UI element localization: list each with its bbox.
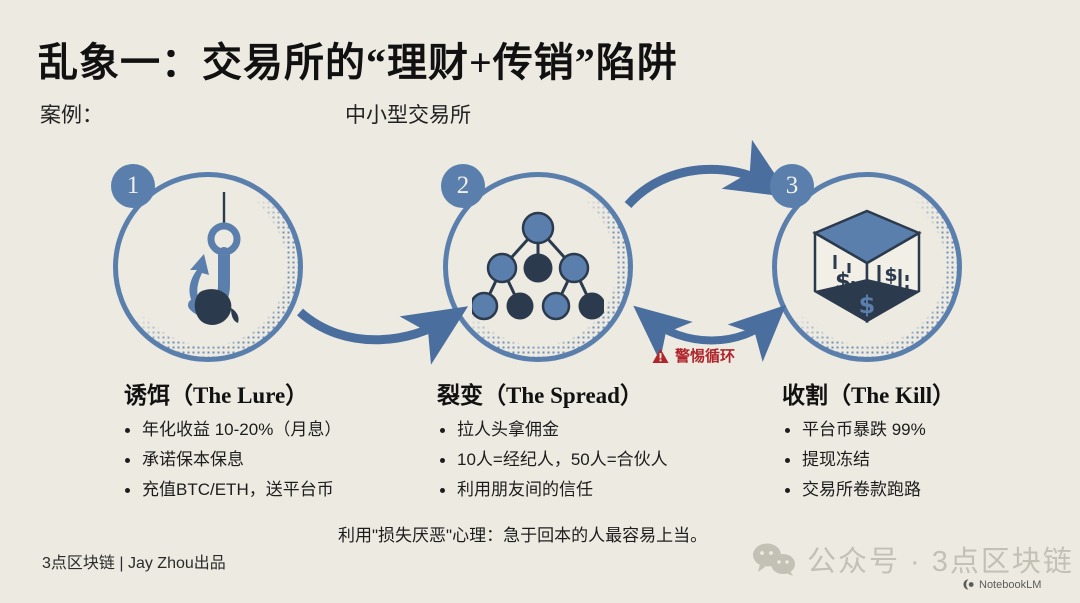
arrow-stage1-to-stage2 — [297, 306, 469, 365]
list-item: 年化收益 10-20%（月息） — [122, 421, 440, 438]
stage-1-title: 诱饵（The Lure） — [124, 383, 309, 408]
watermark: 公众号 · 3点区块链 — [752, 538, 1074, 580]
watermark-text: 公众号 · 3点区块链 — [807, 546, 1074, 578]
stage-2-ring — [443, 172, 633, 362]
warning-text: 警惕循环 — [675, 348, 736, 365]
list-item: 利用朋友间的信任 — [437, 481, 767, 498]
stage-3-text-block: 收割（The Kill） 平台币暴跌 99% 提现冻结 交易所卷款跑路 — [782, 376, 1080, 511]
stage-3-number-badge: 3 — [770, 164, 814, 208]
list-item: 10人=经纪人，50人=合伙人 — [437, 451, 767, 468]
case-value: 中小型交易所 — [345, 104, 471, 127]
stage-2: 2 — [441, 164, 633, 362]
case-row: 案例： 中小型交易所 — [40, 99, 600, 129]
stage-3-bullet-list: 平台币暴跌 99% 提现冻结 交易所卷款跑路 — [782, 421, 1080, 498]
stage-1: 1 — [111, 164, 303, 362]
summary-caption: 利用"损失厌恶"心理：急于回本的人最容易上当。 — [338, 526, 708, 545]
arrow-stage2-to-stage3 — [624, 139, 791, 209]
footer-credit: 3点区块链 | Jay Zhou出品 — [42, 555, 226, 572]
svg-text:$: $ — [859, 291, 876, 319]
wechat-icon — [753, 543, 795, 576]
list-item: 平台币暴跌 99% — [782, 421, 1080, 438]
stage-2-bullet-list: 拉人头拿佣金 10人=经纪人，50人=合伙人 利用朋友间的信任 — [437, 421, 767, 498]
stage-3: 3 $ $ $ — [770, 164, 962, 362]
svg-text:$: $ — [884, 264, 897, 286]
page-title: 乱象一：交易所的“理财+传销”陷阱 — [38, 40, 678, 85]
list-item: 交易所卷款跑路 — [782, 481, 1080, 498]
list-item: 拉人头拿佣金 — [437, 421, 767, 438]
notebooklm-icon — [963, 579, 974, 590]
stage-2-text-block: 裂变（The Spread） 拉人头拿佣金 10人=经纪人，50人=合伙人 利用… — [437, 376, 767, 511]
stage-1-text-block: 诱饵（The Lure） 年化收益 10-20%（月息） 承诺保本保息 充值BT… — [110, 376, 440, 511]
stage-1-number-badge: 1 — [111, 164, 155, 208]
stage-2-title: 裂变（The Spread） — [437, 383, 643, 408]
stage-1-bullet-list: 年化收益 10-20%（月息） 承诺保本保息 充值BTC/ETH，送平台币 — [122, 421, 440, 498]
list-item: 承诺保本保息 — [122, 451, 440, 468]
warning-triangle-icon — [652, 348, 669, 363]
case-label: 案例： — [40, 104, 103, 127]
arrow-loop-stage3-to-stage2 — [633, 304, 787, 362]
stage-3-ring — [772, 172, 962, 362]
stage-2-number-badge: 2 — [441, 164, 485, 208]
list-item: 充值BTC/ETH，送平台币 — [122, 481, 440, 498]
stage-3-title: 收割（The Kill） — [782, 383, 956, 408]
notebooklm-badge: NotebookLM — [962, 578, 1041, 591]
notebooklm-label: NotebookLM — [979, 578, 1042, 591]
list-item: 提现冻结 — [782, 451, 1080, 468]
stage-1-ring — [113, 172, 303, 362]
warning-badge: 警惕循环 — [652, 345, 735, 366]
